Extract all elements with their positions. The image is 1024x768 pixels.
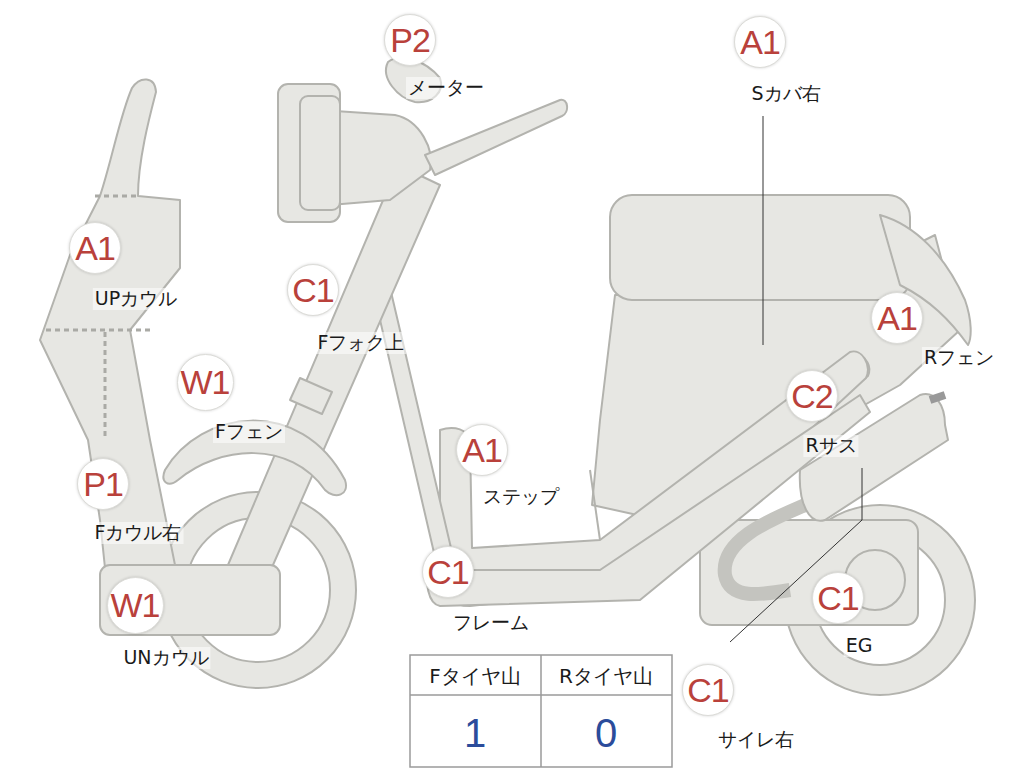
cowl-seam <box>46 329 150 332</box>
callout-circle: P1Fカウル右 <box>77 458 129 510</box>
part-name: Fフェン <box>213 421 285 443</box>
callout-circle: A1Sカバ右 <box>734 16 786 68</box>
callout-number: C2 <box>791 379 832 413</box>
front-fork <box>225 165 440 590</box>
table-header: Fタイヤ山 <box>429 666 521 686</box>
part-name: Fカウル右 <box>93 522 184 544</box>
part-name: UPカウル <box>93 288 179 310</box>
callout-number: A1 <box>462 433 502 467</box>
callout-circle: C1Fフォク上 <box>287 264 339 316</box>
callout-circle: P2メーター <box>384 14 436 66</box>
cowl-seam <box>95 195 140 198</box>
part-name: フレーム <box>451 612 531 634</box>
callout-number: C1 <box>817 581 858 615</box>
tire-table <box>410 655 672 767</box>
headlight-rim <box>300 96 340 210</box>
callout-number: W1 <box>111 588 160 622</box>
callout-circle: A1Rフェン <box>871 292 923 344</box>
callout-number: A1 <box>740 25 780 59</box>
callout-circle: A1ステップ <box>456 424 508 476</box>
part-name: UNカウル <box>121 647 210 669</box>
part-name: EG <box>844 635 875 657</box>
table-header: Rタイヤ山 <box>559 666 653 686</box>
step-line <box>590 470 600 540</box>
callout-number: A1 <box>877 301 917 335</box>
headlight <box>278 84 340 222</box>
cowl-seam <box>104 332 107 440</box>
under-cowl <box>100 565 280 635</box>
table-rule <box>540 655 542 767</box>
handlebar <box>425 100 567 175</box>
part-name: Rフェン <box>922 347 996 369</box>
seat <box>610 195 910 300</box>
fork-band <box>290 378 332 414</box>
engine <box>700 520 918 625</box>
callout-number: C1 <box>427 555 468 589</box>
callout-circle: A1UPカウル <box>69 222 121 274</box>
callout-circle: C2Rサス <box>786 370 838 422</box>
callout-circle: C1サイレ右 <box>682 664 734 716</box>
table-value: 0 <box>595 713 617 753</box>
up-cowl <box>40 79 180 568</box>
callout-number: C1 <box>687 673 728 707</box>
callout-number: A1 <box>75 231 115 265</box>
part-name: Rサス <box>803 435 858 457</box>
front-fender <box>163 421 346 496</box>
table-value: 1 <box>464 713 486 753</box>
callout-circle: C1EG <box>812 572 864 624</box>
callout-number: C1 <box>292 273 333 307</box>
callout-number: P2 <box>390 23 430 57</box>
callout-number: W1 <box>181 365 230 399</box>
leader-line <box>763 116 764 345</box>
callout-circle: W1Fフェン <box>177 354 234 411</box>
part-name: Fフォク上 <box>316 332 407 354</box>
callout-number: P1 <box>83 467 123 501</box>
callout-circle: W1UNカウル <box>107 577 164 634</box>
part-name: サイレ右 <box>716 729 796 751</box>
part-name: ステップ <box>481 486 561 508</box>
part-name: メーター <box>406 77 486 99</box>
muffler-tip <box>930 395 945 400</box>
callout-circle: C1フレーム <box>422 546 474 598</box>
part-name: Sカバ右 <box>749 83 822 105</box>
